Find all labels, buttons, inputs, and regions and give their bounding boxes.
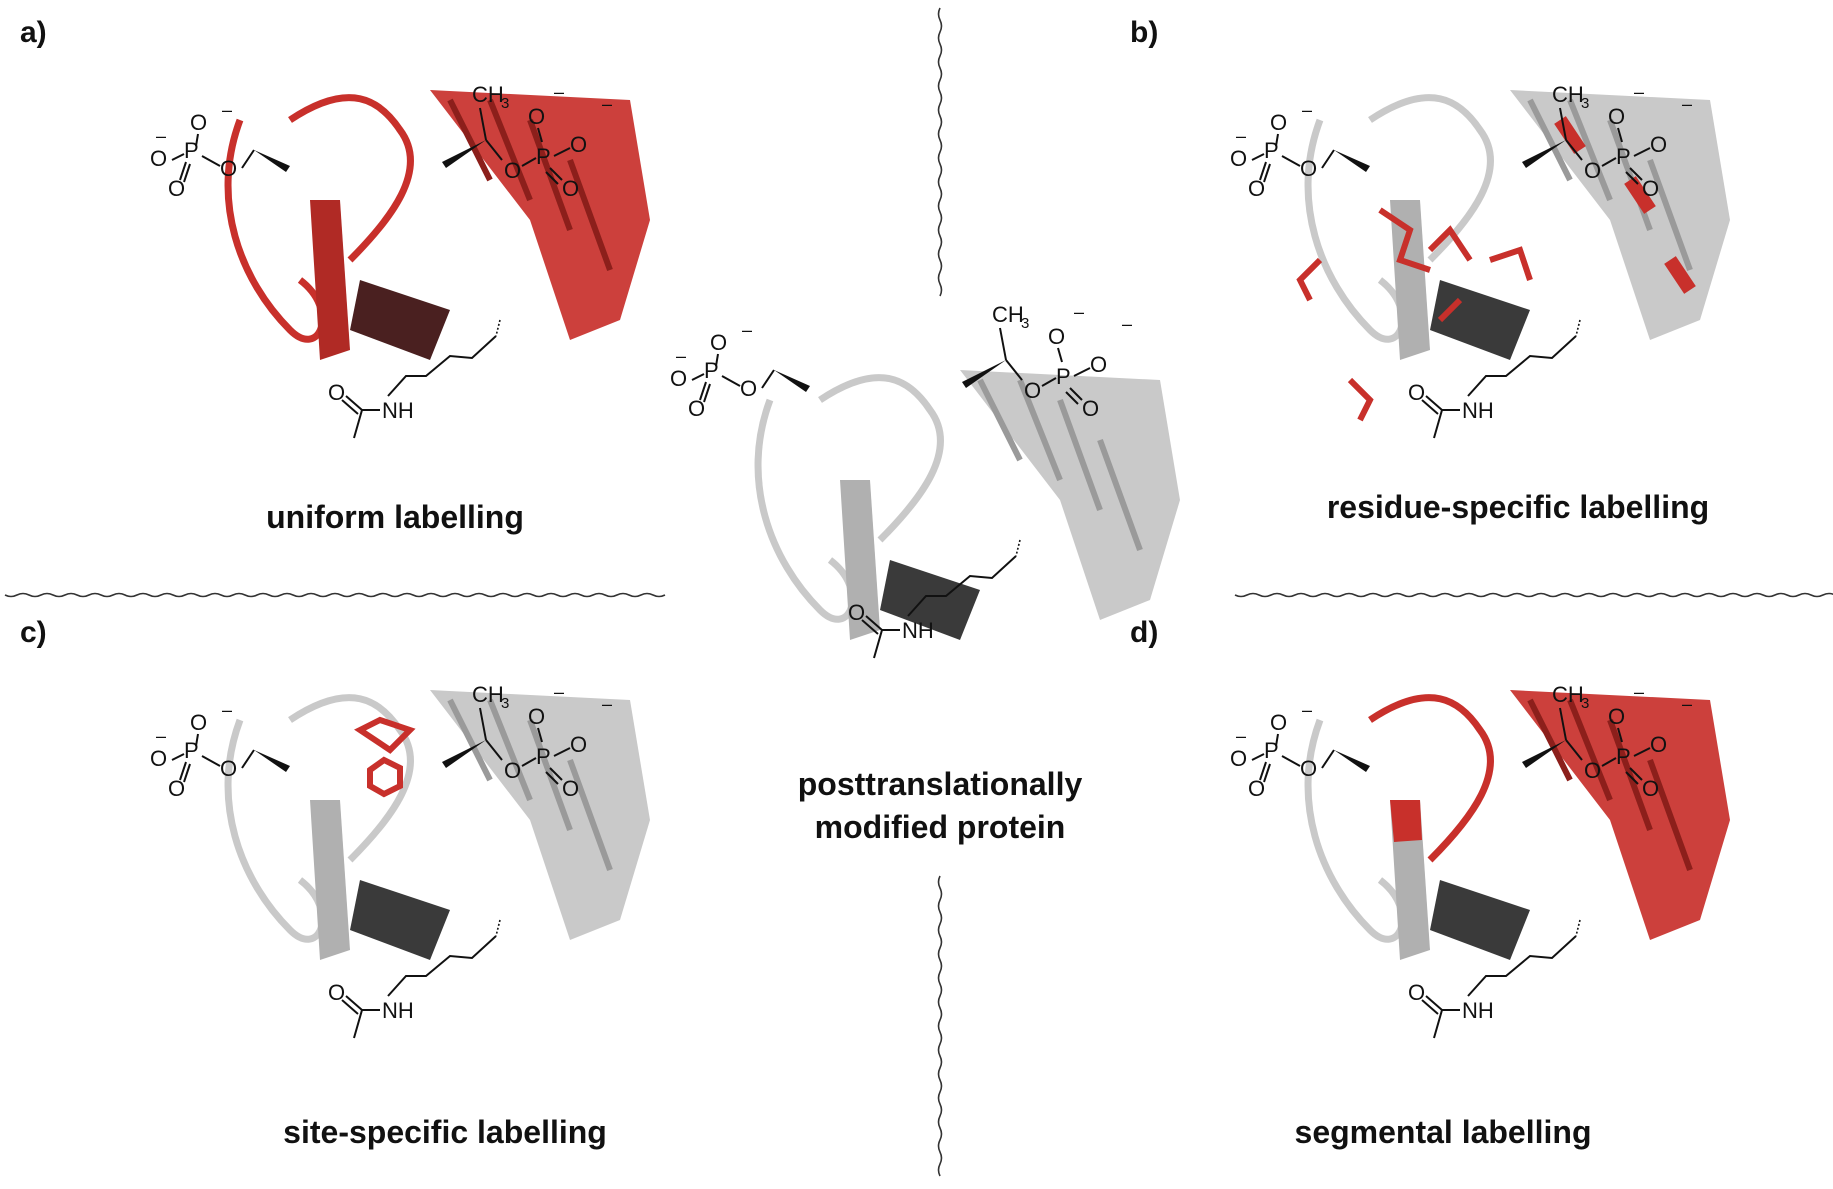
protein-a bbox=[224, 90, 650, 360]
divider-left bbox=[4, 592, 666, 598]
divider-right bbox=[1234, 592, 1833, 598]
panel-d-caption: segmental labelling bbox=[1295, 1114, 1592, 1150]
protein-center bbox=[754, 370, 1180, 640]
panel-a: a) uniform labelling bbox=[20, 16, 650, 535]
panel-c: c) site-specific labelling bbox=[20, 616, 650, 1150]
protein-c bbox=[224, 690, 650, 960]
panel-d: d) segmental labelling bbox=[1130, 616, 1730, 1150]
panel-d-letter: d) bbox=[1130, 616, 1158, 649]
panel-c-letter: c) bbox=[20, 616, 47, 649]
divider-top bbox=[937, 7, 943, 297]
panel-b-letter: b) bbox=[1130, 16, 1158, 49]
panel-a-caption: uniform labelling bbox=[266, 499, 524, 535]
divider-bottom bbox=[937, 875, 943, 1177]
protein-d bbox=[1304, 690, 1730, 960]
panel-b: b) residue-specific labelling bbox=[1130, 16, 1730, 525]
panel-b-caption: residue-specific labelling bbox=[1327, 489, 1709, 525]
panel-c-caption: site-specific labelling bbox=[283, 1114, 607, 1150]
protein-b bbox=[1296, 90, 1730, 422]
panel-center: posttranslationally modified protein bbox=[669, 301, 1180, 845]
panel-a-letter: a) bbox=[20, 16, 47, 49]
center-caption-line2: modified protein bbox=[815, 809, 1066, 845]
center-caption-line1: posttranslationally bbox=[798, 766, 1083, 802]
